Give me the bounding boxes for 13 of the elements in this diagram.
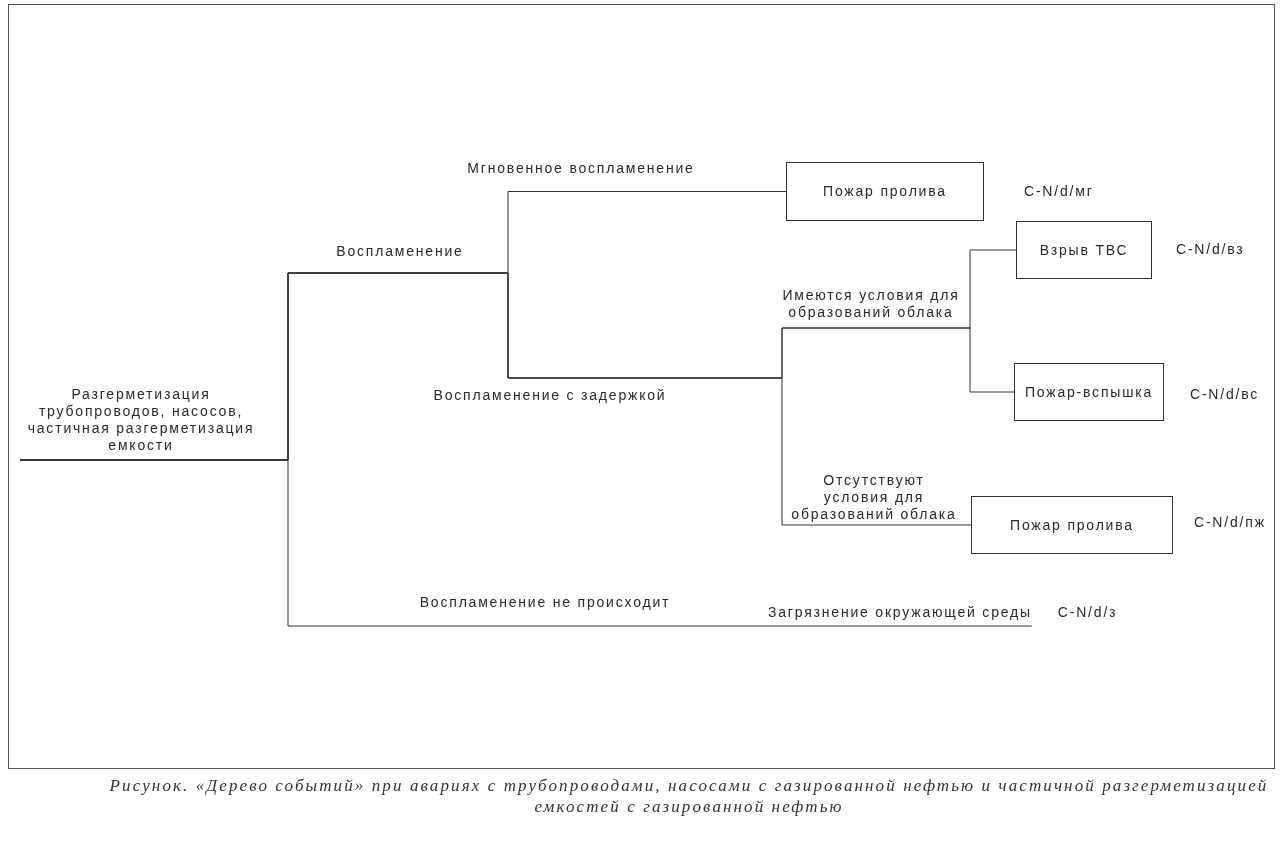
outcome-box: Пожар-вспышка (1014, 363, 1164, 421)
outcome-code: C-N/d/з (1057, 604, 1118, 621)
outcome-text: Загрязнение окружающей среды (768, 604, 1032, 626)
outcome-box: Пожар пролива (971, 496, 1173, 554)
outcome-code: C-N/d/мг (1024, 183, 1094, 200)
caption: Рисунок. «Дерево событий» при авариях с трубопроводами, насосами с газированной нефтью и частичной разгерметизацией емкостей с газированной нефтью (108, 775, 1270, 817)
outcome-code: C-N/d/вс (1190, 386, 1260, 403)
outcome-code: C-N/d/вз (1176, 241, 1245, 258)
outcome-box: Пожар пролива (786, 162, 984, 221)
outcome-box: Взрыв ТВС (1016, 221, 1152, 279)
outcome-code: C-N/d/пж (1194, 514, 1266, 531)
initiating-event-text: Разгерметизация трубопроводов, насосов, частичная разгерметизация емкости (20, 386, 262, 460)
branch-line (19, 459, 1033, 627)
